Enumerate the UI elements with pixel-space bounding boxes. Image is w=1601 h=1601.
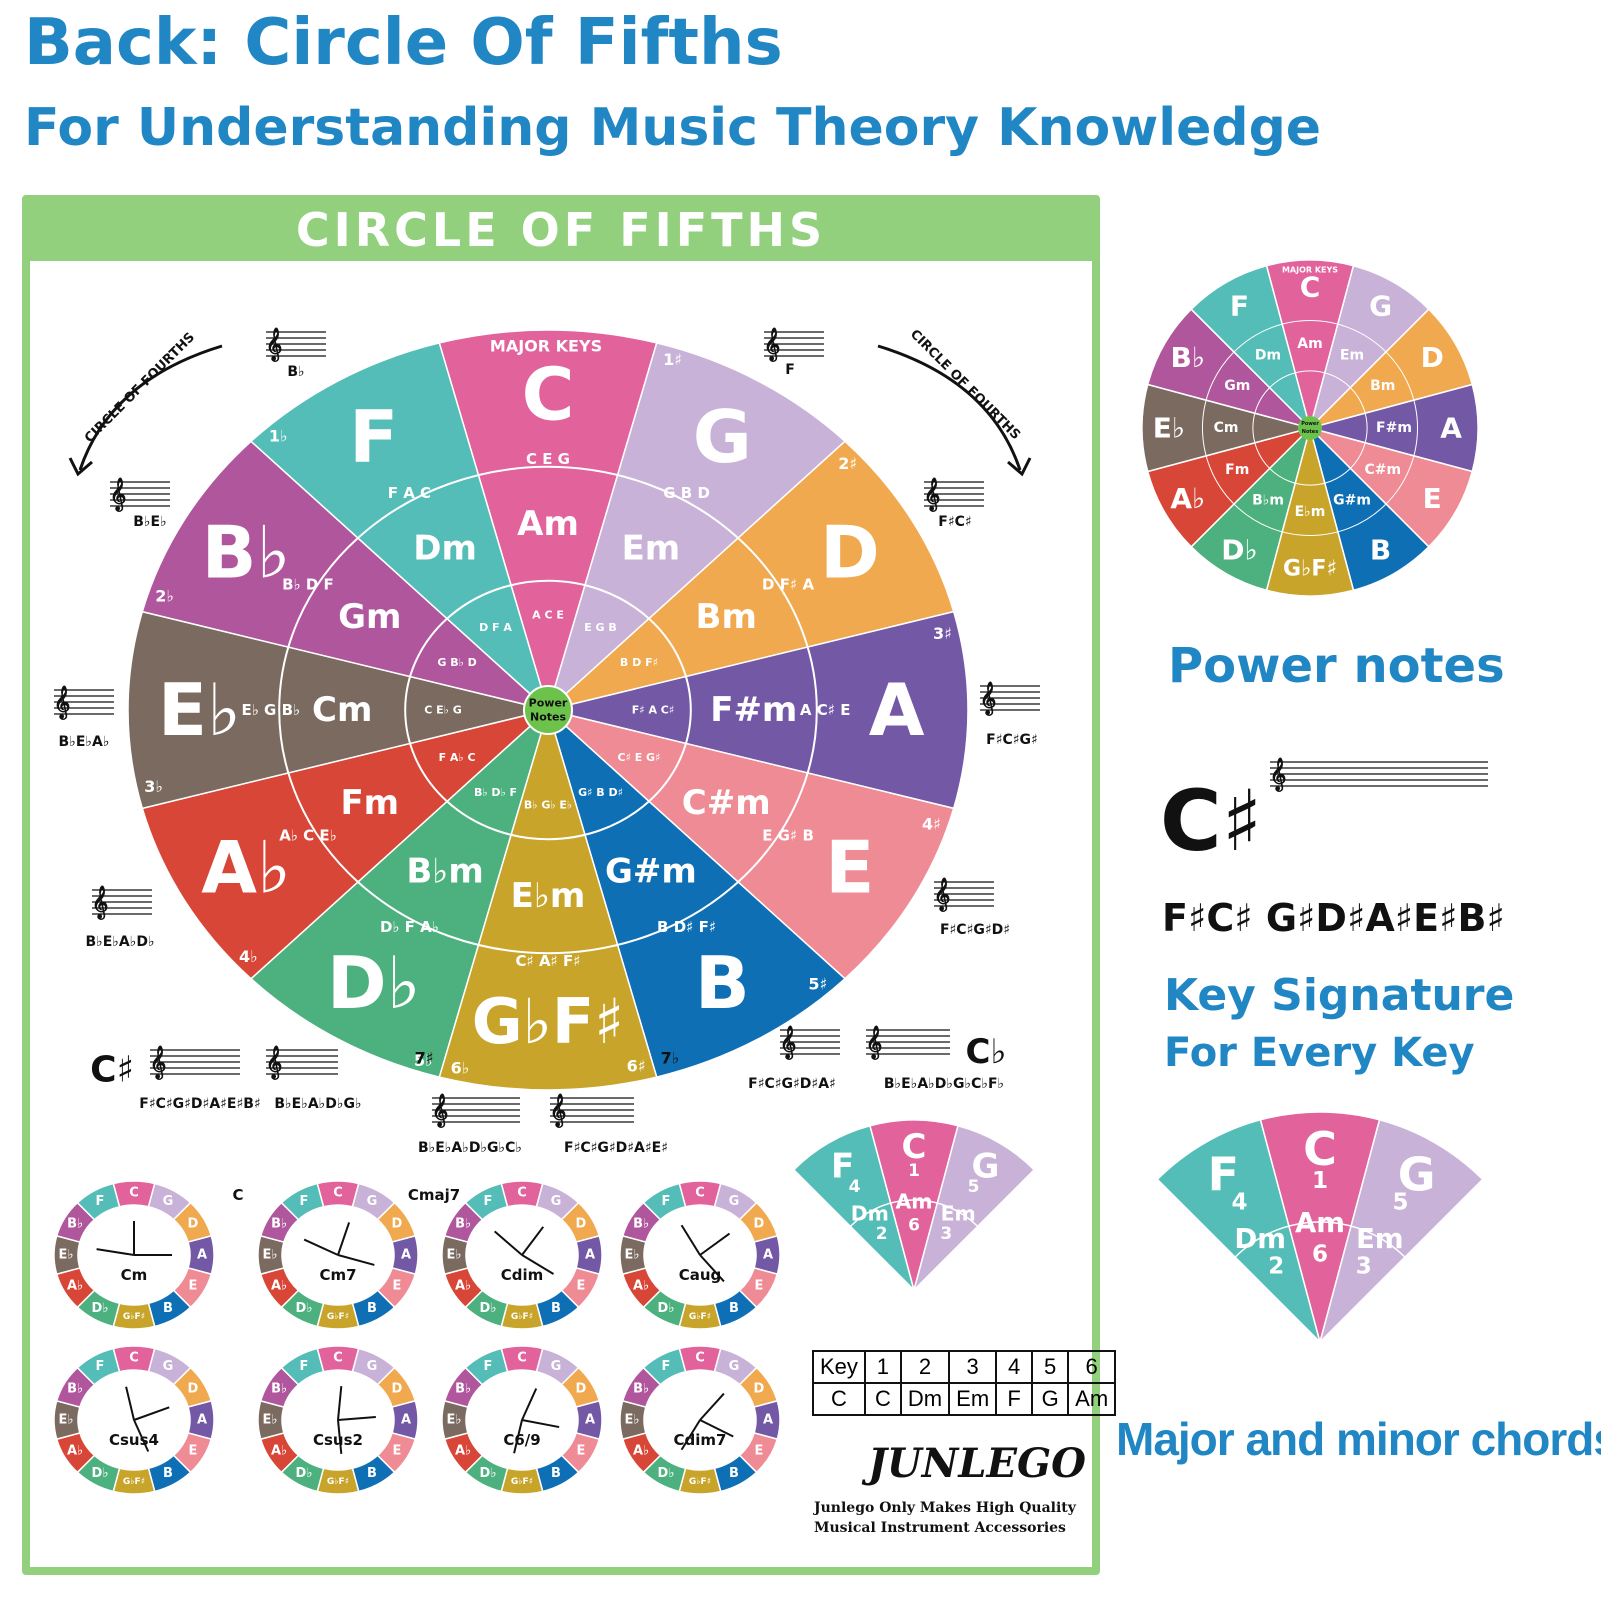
fan-degree-label: 6 xyxy=(1312,1242,1328,1268)
table-cell: 1 xyxy=(863,1350,902,1384)
fan-segment xyxy=(1259,1111,1381,1345)
side-segment xyxy=(1307,383,1479,473)
side-minor-label: F#m xyxy=(1376,420,1412,436)
poster-title: CIRCLE OF FIFTHS xyxy=(295,203,827,257)
side-segment xyxy=(1265,425,1355,597)
side-segment xyxy=(1307,308,1474,430)
side-major-label: A♭ xyxy=(1170,482,1205,515)
side-minor-label: E♭m xyxy=(1295,504,1326,520)
side-segment xyxy=(1146,426,1313,548)
brand-tagline-1: Junlego Only Makes High Quality xyxy=(814,1500,1076,1516)
side-major-keys-label: MAJOR KEYS xyxy=(1282,266,1338,275)
side-major-label: G xyxy=(1369,289,1392,322)
side-segment xyxy=(1308,425,1430,592)
side-segment xyxy=(1141,383,1313,473)
table-header-row: Key 1 2 3 4 5 6 xyxy=(812,1350,1117,1384)
big-key-notes: F♯C♯ G♯D♯A♯E♯B♯ xyxy=(1162,896,1505,940)
brand-logo: JUNLEGO xyxy=(868,1440,1086,1487)
side-major-label: C xyxy=(1300,270,1321,303)
side-segment xyxy=(1190,264,1312,431)
side-major-label: E♭ xyxy=(1153,412,1185,445)
fan-minor-label: Dm xyxy=(1234,1222,1286,1255)
side-segment xyxy=(1190,425,1312,592)
side-minor-label: B♭m xyxy=(1252,493,1284,509)
side-major-label: B xyxy=(1370,534,1391,567)
side-ring xyxy=(1252,370,1368,486)
side-major-label: B♭ xyxy=(1171,341,1206,374)
side-minor-label: Fm xyxy=(1225,462,1249,478)
side-center xyxy=(1298,416,1322,440)
side-major-label: D xyxy=(1421,341,1444,374)
fan-minor-label: Am xyxy=(1295,1206,1345,1239)
fan-degree-label: 5 xyxy=(1392,1190,1408,1216)
every-key-label: For Every Key xyxy=(1164,1030,1475,1076)
side-csharp-staff: 𝄞 xyxy=(1270,758,1488,793)
table-cell: 5 xyxy=(1031,1350,1070,1384)
side-minor-label: Gm xyxy=(1224,378,1250,394)
treble-clef-icon: 𝄞 xyxy=(1270,758,1287,793)
page-title: Back: Circle Of Fifths xyxy=(24,6,783,80)
table-cell: Dm xyxy=(899,1382,951,1416)
side-minor-label: Dm xyxy=(1255,347,1281,363)
side-major-label: E xyxy=(1423,482,1442,515)
side-minor-label: Em xyxy=(1340,347,1364,363)
fan-degree-label: 4 xyxy=(1231,1190,1247,1216)
side-center-label: Notes xyxy=(1302,429,1318,435)
power-notes-label: Power notes xyxy=(1168,638,1505,694)
fan-segment xyxy=(1318,1118,1484,1345)
key-signature-label: Key Signature xyxy=(1164,970,1515,1021)
side-minor-label: Bm xyxy=(1370,378,1395,394)
table-cell: G xyxy=(1031,1382,1070,1416)
table-cell: 6 xyxy=(1067,1350,1117,1384)
side-major-label: D♭ xyxy=(1221,534,1257,567)
side-major-label: F xyxy=(1230,289,1249,322)
table-row: C C Dm Em F G Am xyxy=(812,1382,1117,1416)
table-cell: 2 xyxy=(899,1350,951,1384)
side-segment xyxy=(1307,426,1474,548)
major-minor-chords-label: Major and minor chords xyxy=(1116,1413,1601,1465)
table-cell: Em xyxy=(948,1382,998,1416)
side-minor-label: C#m xyxy=(1364,462,1401,478)
side-major-label: A xyxy=(1440,412,1462,445)
side-major-label: G♭F♯ xyxy=(1283,557,1337,582)
side-minor-label: Cm xyxy=(1214,420,1239,436)
table-cell: 3 xyxy=(948,1350,998,1384)
side-ring xyxy=(1201,319,1419,537)
fan-degree-label: 3 xyxy=(1356,1253,1372,1279)
side-minor-label: Am xyxy=(1297,336,1322,352)
chord-table: Key 1 2 3 4 5 6 C C Dm Em F G Am xyxy=(812,1350,1117,1416)
page-subtitle: For Understanding Music Theory Knowledge xyxy=(24,98,1322,158)
table-cell: C xyxy=(863,1382,902,1416)
fan-minor-label: Em xyxy=(1356,1222,1404,1255)
big-key-csharp: C♯ xyxy=(1160,772,1263,870)
table-cell: Am xyxy=(1067,1382,1117,1416)
fan-degree-label: 1 xyxy=(1312,1168,1328,1194)
side-minor-label: G#m xyxy=(1333,493,1371,509)
fan-major-label: G xyxy=(1398,1148,1436,1202)
side-segment xyxy=(1265,259,1355,431)
side-segment xyxy=(1308,264,1430,431)
table-cell: F xyxy=(995,1382,1034,1416)
table-cell: C xyxy=(812,1382,866,1416)
fan-major-label: C xyxy=(1303,1122,1337,1176)
fan-major-label: F xyxy=(1208,1148,1239,1202)
side-segment xyxy=(1146,308,1313,430)
fan-degree-label: 2 xyxy=(1268,1253,1284,1279)
table-cell: 4 xyxy=(995,1350,1034,1384)
table-cell: Key xyxy=(812,1350,866,1384)
fan-ring xyxy=(1234,1221,1406,1258)
side-center-label: Power xyxy=(1301,421,1319,427)
brand-tagline-2: Musical Instrument Accessories xyxy=(814,1520,1066,1536)
fan-segment xyxy=(1156,1118,1322,1345)
